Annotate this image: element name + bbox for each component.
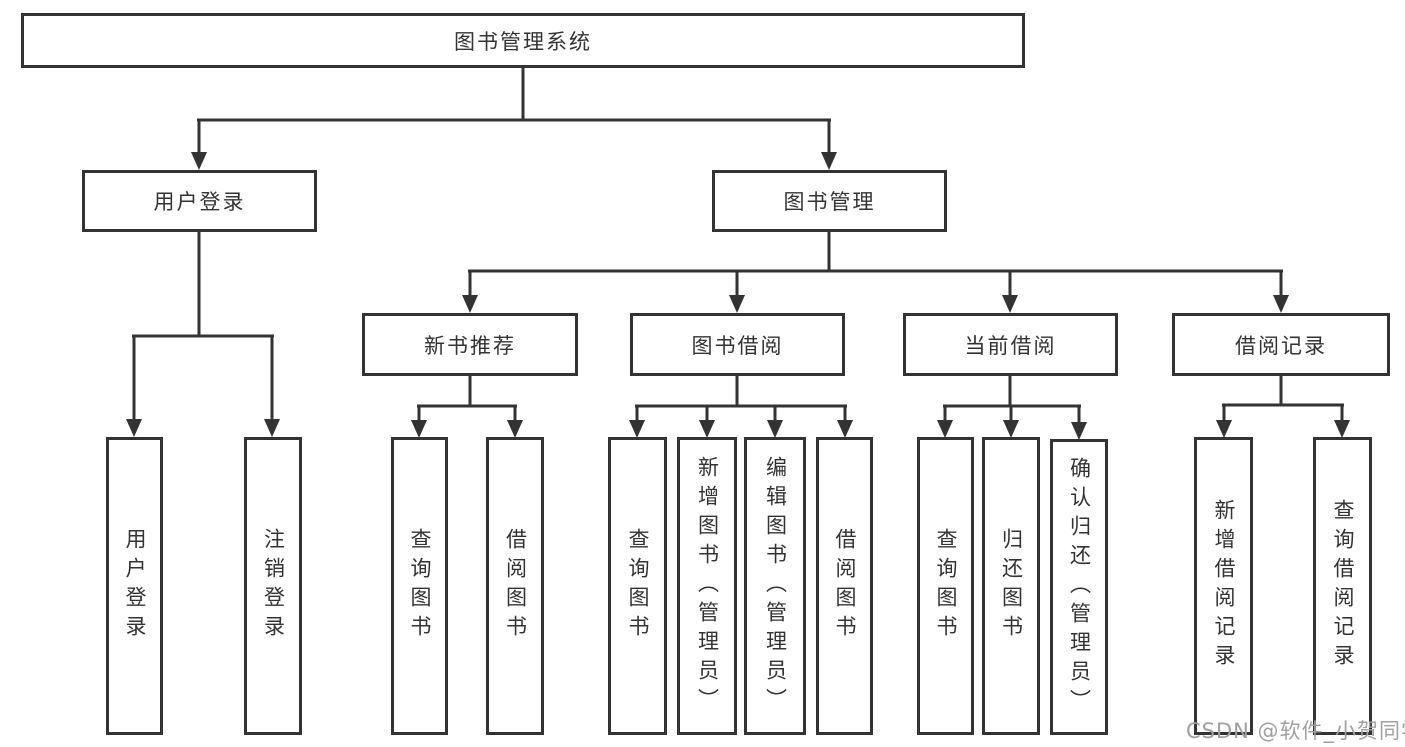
leaf-add-book-admin: 新增图书（管理员） (677, 437, 737, 735)
node-current-borrowing: 当前借阅 (903, 313, 1118, 376)
leaf-edit-book-admin: 编辑图书（管理员） (744, 437, 806, 735)
leaf-query-books-recommend: 查询图书 (391, 437, 448, 735)
leaf-logout: 注销登录 (244, 437, 302, 735)
node-book-borrowing: 图书借阅 (630, 313, 845, 376)
leaf-query-borrow-record: 查询借阅记录 (1313, 437, 1372, 735)
node-book-management-branch: 图书管理 (712, 170, 947, 232)
leaf-query-books-borrowing: 查询图书 (608, 437, 667, 735)
leaf-return-book: 归还图书 (982, 437, 1040, 735)
node-user-login-branch: 用户登录 (82, 170, 317, 232)
leaf-borrow-books-borrowing: 借阅图书 (816, 437, 873, 735)
leaf-confirm-return-admin: 确认归还（管理员） (1050, 439, 1108, 735)
csdn-watermark: CSDN @软件_小贺同学 (1186, 719, 1405, 743)
leaf-add-borrow-record: 新增借阅记录 (1194, 437, 1253, 735)
node-borrowing-records: 借阅记录 (1172, 313, 1390, 376)
node-library-system: 图书管理系统 (21, 13, 1025, 68)
node-new-book-recommend: 新书推荐 (362, 313, 578, 376)
leaf-borrow-books-recommend: 借阅图书 (486, 437, 544, 735)
leaf-user-login: 用户登录 (106, 437, 163, 735)
leaf-query-books-current: 查询图书 (917, 437, 974, 735)
